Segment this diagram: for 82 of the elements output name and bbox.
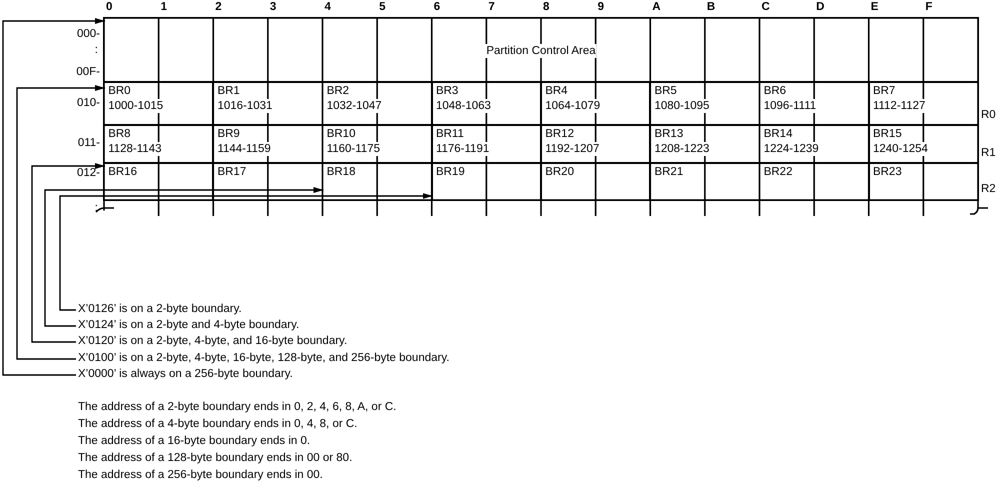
memory-cell [103,81,214,126]
column-header: 8 [543,0,550,14]
leader-arrow [59,193,433,311]
address-range: 1016-1031 [216,99,274,114]
column-header: 6 [434,0,440,14]
memory-cell [430,81,542,126]
row-address: 00F- [76,65,100,79]
memory-cell [758,81,870,126]
note-text: X’0124’ is on a 2-byte and 4-byte boundary. [78,318,300,333]
column-header: B [706,0,716,14]
memory-cell [322,81,433,126]
note-text: The address of a 16-byte boundary ends in 0. [78,434,310,448]
memory-cell [322,124,433,164]
ellipsis-mark: : [94,43,98,57]
memory-cell [758,124,870,164]
memory-cell [103,124,214,164]
address-range: 1128-1143 [107,142,162,156]
column-header: C [762,0,770,14]
memory-cell [868,162,979,201]
note-text: The address of a 4-byte boundary ends in 0, 4, 8, or C. [78,417,358,431]
column-header: F [925,0,932,14]
address-range: 1096-1111 [762,99,818,114]
address-range: 1032-1047 [326,99,383,114]
address-range: 1208-1223 [653,142,710,156]
row-address: 010- [76,96,100,110]
address-range: 1144-1159 [216,142,272,156]
column-header: 9 [598,0,604,14]
address-range: 1080-1095 [653,99,710,114]
memory-cell [868,81,979,126]
note-text: X’0126’ is on a 2-byte boundary. [78,302,242,317]
row-label: R2 [981,182,996,196]
memory-cell [103,162,214,201]
column-header: E [870,0,878,14]
memory-cell [649,81,760,126]
address-range: 1176-1191 [434,142,490,156]
address-range: 1048-1063 [434,99,492,114]
memory-cell [758,162,870,201]
row-address: 011- [78,136,100,150]
memory-cell [540,162,652,201]
leader-arrow [2,18,105,376]
memory-cell [430,162,542,201]
address-range: 1240-1254 [872,142,929,156]
note-text: The address of a 2-byte boundary ends in 0, 2, 4, 6, 8, A, or C. [78,400,396,414]
address-range: 1000-1015 [107,99,164,114]
memory-cell [212,162,324,201]
address-range: 1224-1239 [762,142,820,156]
memory-cell [868,124,979,164]
note-text: The address of a 128-byte boundary ends in 00 or 80. [78,451,352,465]
column-header: 4 [324,0,331,14]
memory-cell [430,124,542,164]
memory-cell [649,162,760,201]
memory-cell [322,162,433,201]
column-header: 3 [270,0,276,14]
leader-arrow [31,163,105,343]
column-header: 7 [488,0,495,14]
memory-cell [540,124,652,164]
note-text: The address of a 256-byte boundary ends in 00. [78,468,323,482]
column-header: 2 [215,0,222,14]
column-header: D [816,0,824,14]
column-header: 0 [106,0,112,14]
note-text: X’0100’ is on a 2-byte, 4-byte, 16-byte, 128-byte, and 256-byte boundary. [78,351,450,366]
row-address: 012- [76,166,100,180]
memory-cell [540,81,652,126]
row-label: R0 [981,108,996,122]
address-range: 1160-1175 [326,142,381,156]
memory-cell [212,81,324,126]
area-label: Partition Control Area [485,44,597,58]
address-range: 1064-1079 [544,99,602,114]
row-address: 000- [76,27,100,41]
memory-cell [212,124,324,164]
note-text: X’0000’ is always on a 256-byte boundary. [78,367,293,382]
row-label: R1 [981,146,996,160]
memory-cell [103,17,979,83]
column-header: 1 [160,0,168,14]
leader-arrow [16,85,105,360]
memory-cell [649,124,760,164]
note-text: X’0120’ is on a 2-byte, 4-byte, and 16-byte boundary. [78,334,348,349]
leader-arrow [44,187,324,327]
column-header: 5 [379,0,386,14]
column-header: A [652,0,661,14]
address-range: 1192-1207 [544,142,600,156]
address-range: 1112-1127 [872,99,926,114]
